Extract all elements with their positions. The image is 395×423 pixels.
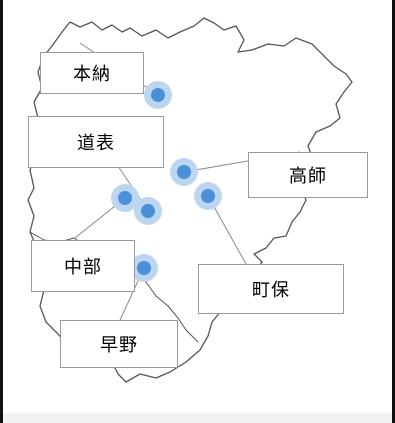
label-takashi: 高師 bbox=[248, 152, 368, 198]
bottom-strip bbox=[3, 413, 392, 423]
marker-dot bbox=[118, 191, 132, 205]
label-michiomote: 道表 bbox=[28, 116, 164, 168]
marker-chubu[interactable] bbox=[111, 184, 139, 212]
marker-takashi[interactable] bbox=[170, 158, 198, 186]
label-machiho: 町保 bbox=[198, 264, 344, 314]
marker-machiho[interactable] bbox=[194, 182, 222, 210]
label-wasano: 早野 bbox=[60, 320, 178, 368]
marker-dot bbox=[141, 204, 155, 218]
marker-dot bbox=[151, 88, 165, 102]
marker-honno[interactable] bbox=[144, 81, 172, 109]
marker-dot bbox=[137, 261, 151, 275]
marker-dot bbox=[201, 189, 215, 203]
label-honno: 本納 bbox=[40, 52, 144, 94]
label-chubu: 中部 bbox=[31, 240, 135, 292]
marker-wasano[interactable] bbox=[130, 254, 158, 282]
marker-dot bbox=[177, 165, 191, 179]
marker-michiomote[interactable] bbox=[134, 197, 162, 225]
